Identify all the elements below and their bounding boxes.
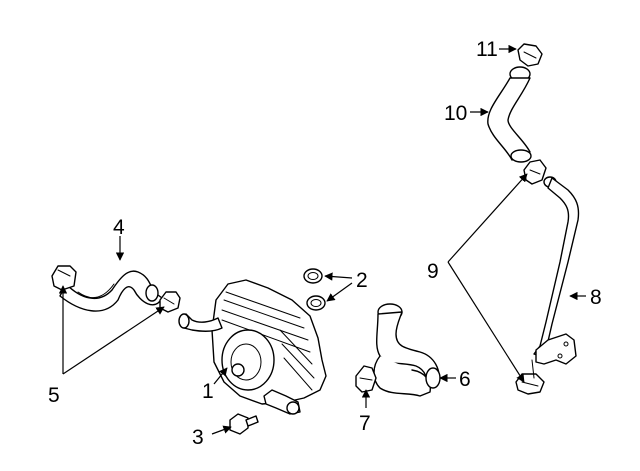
part-2-o-ring-upper[interactable]: [303, 268, 323, 284]
callout-6: 6: [459, 368, 471, 391]
part-7-clamp[interactable]: [355, 365, 377, 393]
part-11-clamp[interactable]: [517, 43, 543, 67]
callout-7: 7: [359, 412, 371, 435]
part-5-clamp-upper[interactable]: [51, 265, 77, 291]
part-3-bolt[interactable]: [229, 413, 259, 435]
callout-labels: 1 2 3 4 5 6 7 8 9 10 11: [48, 38, 602, 449]
part-1-oil-cooler[interactable]: [178, 279, 327, 415]
callout-8: 8: [590, 286, 602, 309]
callout-11: 11: [476, 38, 498, 61]
part-10-hose[interactable]: [487, 66, 532, 163]
part-2-o-ring-lower[interactable]: [306, 295, 326, 311]
part-4-hose[interactable]: [59, 270, 163, 312]
callout-5: 5: [48, 384, 60, 407]
part-5-clamp-lower[interactable]: [159, 291, 181, 313]
part-6-hose[interactable]: [373, 303, 441, 397]
callout-3: 3: [192, 426, 204, 449]
part-8-pipe[interactable]: [531, 176, 580, 379]
callout-2: 2: [356, 269, 368, 292]
callout-4: 4: [113, 216, 125, 239]
part-9-clamp-upper[interactable]: [523, 159, 547, 185]
callout-1: 1: [202, 380, 214, 403]
callout-10: 10: [444, 102, 467, 125]
callout-9: 9: [427, 260, 439, 283]
leader-lines: [58, 44, 586, 435]
